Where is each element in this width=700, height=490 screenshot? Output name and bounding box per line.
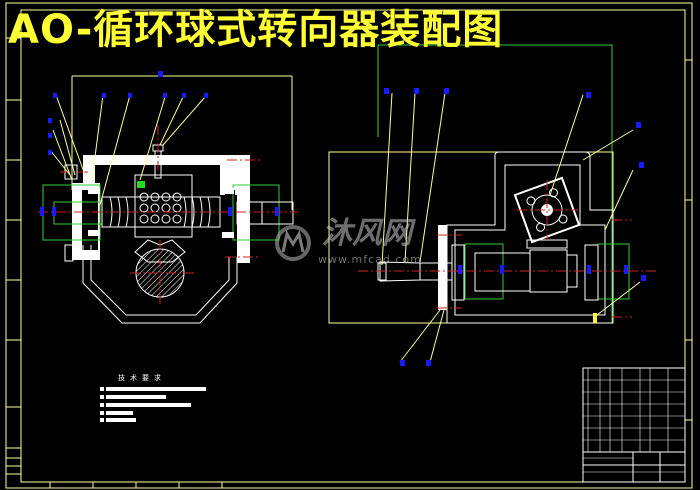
watermark-name: 沐风网 <box>322 216 412 251</box>
input-shaft <box>236 201 294 225</box>
technical-requirements-text-lines <box>100 387 206 422</box>
housing-top <box>83 155 250 263</box>
side-housing <box>446 151 614 324</box>
mfcad-logo <box>275 225 311 261</box>
drawing-frame <box>5 2 693 489</box>
ball-nut <box>134 174 193 238</box>
watermark-url: www.mfcad.com <box>318 253 422 266</box>
housing-bottom <box>82 245 238 324</box>
technical-requirements-heading: 技术要求 <box>118 374 166 382</box>
rotated-ball-nut <box>513 176 581 244</box>
title-block <box>582 367 686 483</box>
drawing-title: AO-循环球式转向器装配图 <box>8 7 504 53</box>
end-plate <box>438 225 447 310</box>
side-section-view <box>328 44 657 366</box>
front-section-view <box>38 71 298 324</box>
